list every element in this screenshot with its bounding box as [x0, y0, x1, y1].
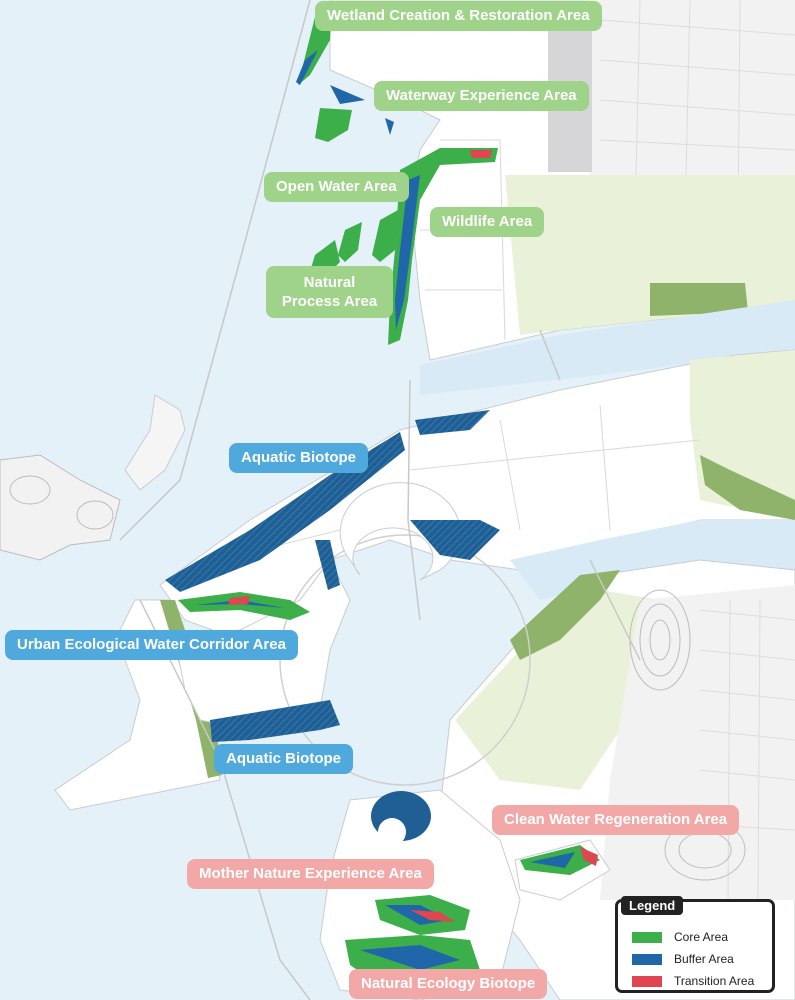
zone-wetland-buffer [296, 50, 318, 85]
legend-label-core: Core Area [674, 930, 729, 944]
label-natural-process-area: Natural Process Area [266, 266, 393, 318]
west-islet [0, 454, 121, 561]
legend-item-transition-area: Transition Area [632, 973, 754, 989]
central-circle-island [339, 482, 461, 581]
zone-urban-corridor-transition [228, 596, 250, 605]
label-open-water-area: Open Water Area [264, 172, 409, 202]
legend-item-core-area: Core Area [632, 929, 728, 945]
zone-mother-nature-transition [410, 910, 455, 922]
legend-label-buffer: Buffer Area [674, 952, 734, 966]
south-east-park [455, 590, 660, 790]
legend-swatch-core [632, 931, 662, 943]
zone-wildlife-transition [470, 150, 492, 158]
zone-aquatic-biotope-corridor [315, 540, 340, 590]
zone-waterway-buffer-small [385, 118, 394, 135]
label-aquatic-biotope-south: Aquatic Biotope [214, 744, 353, 774]
central-circle-road [279, 534, 531, 786]
zone-urban-corridor-core [178, 592, 310, 620]
zone-natural-core-3 [372, 210, 398, 262]
west-islet-contours [9, 475, 114, 530]
label-natural-ecology-biotope: Natural Ecology Biotope [349, 969, 548, 999]
middle-park-core [700, 455, 795, 520]
zone-ecology-biotope-buffer [360, 945, 460, 970]
label-wetland-creation-restoration-area: Wetland Creation & Restoration Area [315, 1, 602, 31]
legend-swatch-buffer [632, 953, 662, 965]
south-east-park-core [510, 570, 620, 660]
label-aquatic-biotope-north: Aquatic Biotope [229, 443, 368, 473]
map-legend: Legend Core Area Buffer Area Transition … [615, 896, 775, 993]
zone-waterway-buffer [330, 85, 365, 104]
zone-natural-core-2 [338, 222, 362, 262]
label-urban-ecological-water-corridor-area: Urban Ecological Water Corridor Area [5, 630, 298, 660]
label-wildlife-area: Wildlife Area [430, 207, 545, 237]
zone-waterway-core [315, 108, 352, 142]
zone-aquatic-biotope-south [210, 700, 340, 742]
zone-clean-water-buffer [530, 852, 575, 868]
breakwater [124, 394, 186, 491]
legend-swatch-transition [632, 975, 662, 987]
zone-ring-island-inner [378, 818, 406, 846]
north-park-core [650, 283, 748, 316]
label-waterway-experience-area: Waterway Experience Area [374, 81, 589, 111]
label-clean-water-regeneration-area: Clean Water Regeneration Area [492, 805, 740, 835]
zone-wildlife-buffer [395, 175, 420, 330]
north-urban-district [590, 0, 795, 230]
label-mother-nature-experience-area: Mother Nature Experience Area [187, 859, 434, 889]
legend-item-buffer-area: Buffer Area [632, 951, 734, 967]
zone-clean-water-transition [580, 847, 598, 866]
zone-aquatic-biotope-middle [410, 520, 500, 560]
legend-title: Legend [621, 896, 684, 915]
legend-label-transition: Transition Area [674, 974, 755, 988]
north-river-channel [420, 300, 795, 395]
zone-aquatic-biotope-north-2 [415, 410, 490, 435]
